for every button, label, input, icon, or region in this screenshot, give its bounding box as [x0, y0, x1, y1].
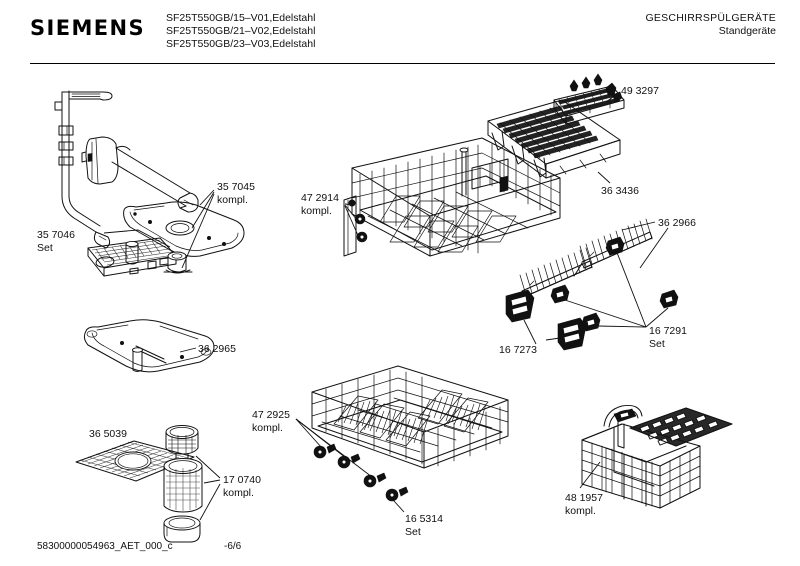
part-label-35-7045: 35 7045 kompl.: [217, 181, 255, 206]
part-qualifier: kompl.: [252, 421, 283, 434]
part-label-47-2914: 47 2914 kompl.: [301, 192, 339, 217]
part-number: 48 1957: [565, 492, 603, 504]
part-36-3436-insert-tray: [487, 99, 621, 179]
part-qualifier: Set: [649, 337, 665, 350]
part-label-36-5039: 36 5039: [89, 428, 127, 441]
part-label-36-2966: 36 2966: [658, 217, 696, 230]
part-label-47-2925: 47 2925 kompl.: [252, 409, 290, 434]
part-number: 35 7046: [37, 229, 75, 241]
part-47-2914-upper-rack: [343, 137, 561, 257]
part-number: 16 7291: [649, 325, 687, 337]
part-number: 47 2914: [301, 192, 339, 204]
part-qualifier: kompl.: [301, 204, 332, 217]
part-17-0740-filter-cup-assembly: [163, 425, 203, 543]
header-divider: [30, 63, 775, 64]
part-label-16-5314: 16 5314 Set: [405, 513, 443, 538]
model-line-1: SF25T550GB/15–V01,Edelstahl: [166, 12, 316, 24]
part-qualifier: kompl.: [217, 193, 248, 206]
part-number: 36 5039: [89, 428, 127, 440]
part-number: 35 7045: [217, 181, 255, 193]
part-49-3297-folding-shelf: [553, 73, 625, 125]
part-label-35-7046: 35 7046 Set: [37, 229, 75, 254]
part-label-16-7291: 16 7291 Set: [649, 325, 687, 350]
siemens-logo: SIEMENS: [30, 16, 146, 40]
part-36-2966-folding-tine-racks: [513, 218, 653, 306]
page-number: -6/6: [224, 541, 242, 552]
part-qualifier: kompl.: [223, 486, 254, 499]
part-number: 16 7273: [499, 344, 537, 356]
part-number: 17 0740: [223, 474, 261, 486]
part-qualifier: Set: [37, 241, 53, 254]
part-label-36-2965: 36 2965: [198, 343, 236, 356]
part-number: 36 3436: [601, 185, 639, 197]
part-number: 36 2966: [658, 217, 696, 229]
part-number: 36 2965: [198, 343, 236, 355]
part-16-7291-clips: [550, 236, 679, 332]
part-label-49-3297: 49 3297: [621, 85, 659, 98]
category-block: GESCHIRRSPÜLGERÄTE Standgeräte: [645, 12, 776, 38]
part-label-16-7273: 16 7273: [499, 344, 537, 357]
leader-lines: [103, 91, 669, 521]
part-label-36-3436: 36 3436: [601, 185, 639, 198]
part-36-5039-filter-plate: [75, 440, 195, 482]
part-48-1957-cutlery-basket: [581, 405, 733, 509]
model-line-2: SF25T550GB/21–V02,Edelstahl: [166, 25, 316, 38]
category-subtitle: Standgeräte: [718, 25, 776, 38]
part-16-7273-hook-brackets: [505, 289, 587, 351]
part-47-2925-lower-rack: [311, 365, 509, 502]
part-qualifier: kompl.: [565, 504, 596, 517]
part-36-2965-lower-spray-arm: [83, 319, 215, 373]
part-number: 16 5314: [405, 513, 443, 525]
category-title: GESCHIRRSPÜLGERÄTE: [645, 12, 776, 24]
document-code: 58300000054963_AET_000_c: [37, 541, 173, 552]
part-qualifier: Set: [405, 525, 421, 538]
model-line-3: SF25T550GB/23–V03,Edelstahl: [166, 38, 316, 51]
part-label-48-1957: 48 1957 kompl.: [565, 492, 603, 517]
part-number: 47 2925: [252, 409, 290, 421]
part-number: 49 3297: [621, 85, 659, 97]
part-label-17-0740: 17 0740 kompl.: [223, 474, 261, 499]
model-list: SF25T550GB/15–V01,Edelstahl SF25T550GB/2…: [166, 12, 315, 52]
